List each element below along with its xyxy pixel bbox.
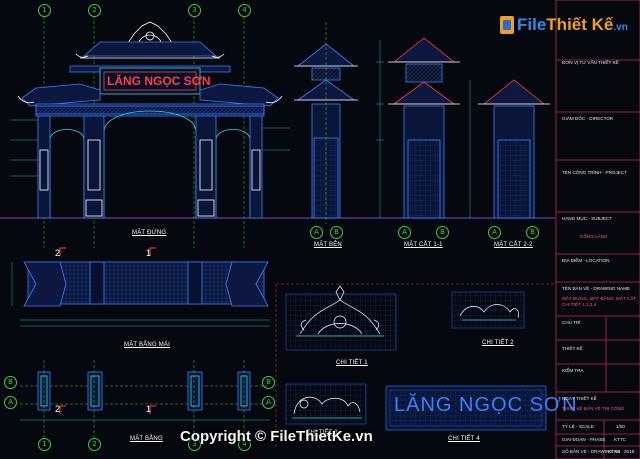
view-title-section-2: MẶT CẮT 2-2 <box>494 242 533 248</box>
grid-number-1-plan: 1 <box>38 438 51 451</box>
base-plan <box>20 360 270 440</box>
section-cut-1-top: 1 <box>146 248 152 258</box>
front-elevation-gate <box>10 21 290 219</box>
detail-1-ornament <box>285 285 397 351</box>
view-title-section-1: MẶT CẮT 1-1 <box>404 242 443 248</box>
axis-a-plan-left: A <box>4 396 17 409</box>
axis-b-sec2: B <box>526 226 539 239</box>
brand-watermark: FileThiết Kế.vn <box>500 12 628 38</box>
tb-drawing-name-label: TÊN BẢN VẼ - DRAWING NAME <box>562 286 630 291</box>
detail-2-ornament <box>451 291 525 329</box>
section-cut-2-bottom: 2 <box>55 404 61 414</box>
axis-b-side: B <box>330 226 343 239</box>
tb-drawing-name-value: MẶT ĐỨNG, MẶT BẰNG, MẶT CẮT, CHI TIẾT 1,… <box>562 296 637 307</box>
tb-project: TÊN CÔNG TRÌNH - PROJECT <box>562 170 627 175</box>
grid-number-1: 1 <box>38 4 51 17</box>
grid-number-3-plan: 3 <box>188 438 201 451</box>
view-title-detail-2: CHI TIẾT 2 <box>482 340 514 346</box>
grid-number-2-plan: 2 <box>88 438 101 451</box>
tb-sheet-label: KT-06 <box>608 449 621 454</box>
section-2-2 <box>469 79 550 219</box>
title-block-frame <box>555 0 640 459</box>
tb-sheet-value: 2019 <box>624 449 635 454</box>
axis-b-plan-right: B <box>262 376 275 389</box>
gate-sign-text: LĂNG NGỌC SƠN <box>107 74 211 88</box>
axis-a-plan-right: A <box>262 396 275 409</box>
tb-chu-tri: CHỦ TRÌ <box>562 320 581 325</box>
roof-plan <box>11 261 270 327</box>
section-markers <box>59 247 156 414</box>
detail-4-sign-text: LĂNG NGỌC SƠN <box>394 394 578 416</box>
brand-rest: Thiết Kế <box>546 15 614 34</box>
axis-b-sec1: B <box>436 226 449 239</box>
view-title-base-plan: MẶT BẰNG <box>130 436 163 442</box>
section-1-1 <box>376 37 460 219</box>
view-title-side: MẶT BÊN <box>314 242 342 248</box>
view-title-detail-1: CHI TIẾT 1 <box>336 360 368 366</box>
axis-a-sec2: A <box>488 226 501 239</box>
brand-main: File <box>517 15 547 34</box>
view-title-detail-3: CHI TIẾT 3 <box>306 430 338 436</box>
tb-scale-label: TỶ LỆ - SCALE <box>562 424 594 429</box>
section-cut-2-top: 2 <box>55 248 61 258</box>
tb-subject-value: CỔNG LĂNG <box>580 234 608 239</box>
grid-number-4-plan: 4 <box>238 438 251 451</box>
tb-number-label: SỐ BẢN VẼ - DRAWING No <box>562 449 621 454</box>
grid-number-3: 3 <box>188 4 201 17</box>
copyright-watermark: Copyright © FileThietKe.vn <box>180 428 373 445</box>
grid-number-2: 2 <box>88 4 101 17</box>
tb-thiet-ke: THIẾT KẾ <box>562 346 583 351</box>
tb-owner: ĐƠN VỊ TƯ VẤN THIẾT KẾ <box>562 60 619 65</box>
brand-text: FileThiết Kế.vn <box>517 15 628 35</box>
detail-4-sign <box>385 385 547 431</box>
tb-scale-value: 1/50 <box>616 424 625 429</box>
tb-director: GIÁM ĐỐC - DIRECTOR <box>562 116 614 121</box>
axis-a-side: A <box>310 226 323 239</box>
tb-phase-label: GIAI ĐOẠN - PHASE <box>562 437 606 442</box>
detail-3-ornament <box>285 383 367 425</box>
tb-design-title: THIẾT KẾ BẢN VẼ THI CÔNG <box>562 406 625 411</box>
tb-phase-value: KTTC <box>614 437 626 442</box>
brand-suffix: .vn <box>613 22 628 33</box>
axis-a-sec1: A <box>398 226 411 239</box>
tb-kiem-tra: KIỂM TRA <box>562 368 584 373</box>
section-cut-1-bottom: 1 <box>146 404 152 414</box>
side-elevation <box>294 22 358 224</box>
axis-b-plan-left: B <box>4 376 17 389</box>
detail-frame <box>275 283 556 448</box>
view-title-roof-plan: MẶT BẰNG MÁI <box>124 342 170 348</box>
view-title-detail-4: CHI TIẾT 4 <box>448 436 480 442</box>
tb-date-label: NGÀY THIẾT KẾ <box>562 396 597 401</box>
tb-location: ĐỊA ĐIỂM - LOCATION <box>562 258 610 263</box>
tb-subject-label: HẠNG MỤC - SUBJECT <box>562 216 613 221</box>
folder-icon <box>500 16 514 34</box>
view-title-front: MẶT ĐỨNG <box>132 230 167 236</box>
grid-number-4: 4 <box>238 4 251 17</box>
